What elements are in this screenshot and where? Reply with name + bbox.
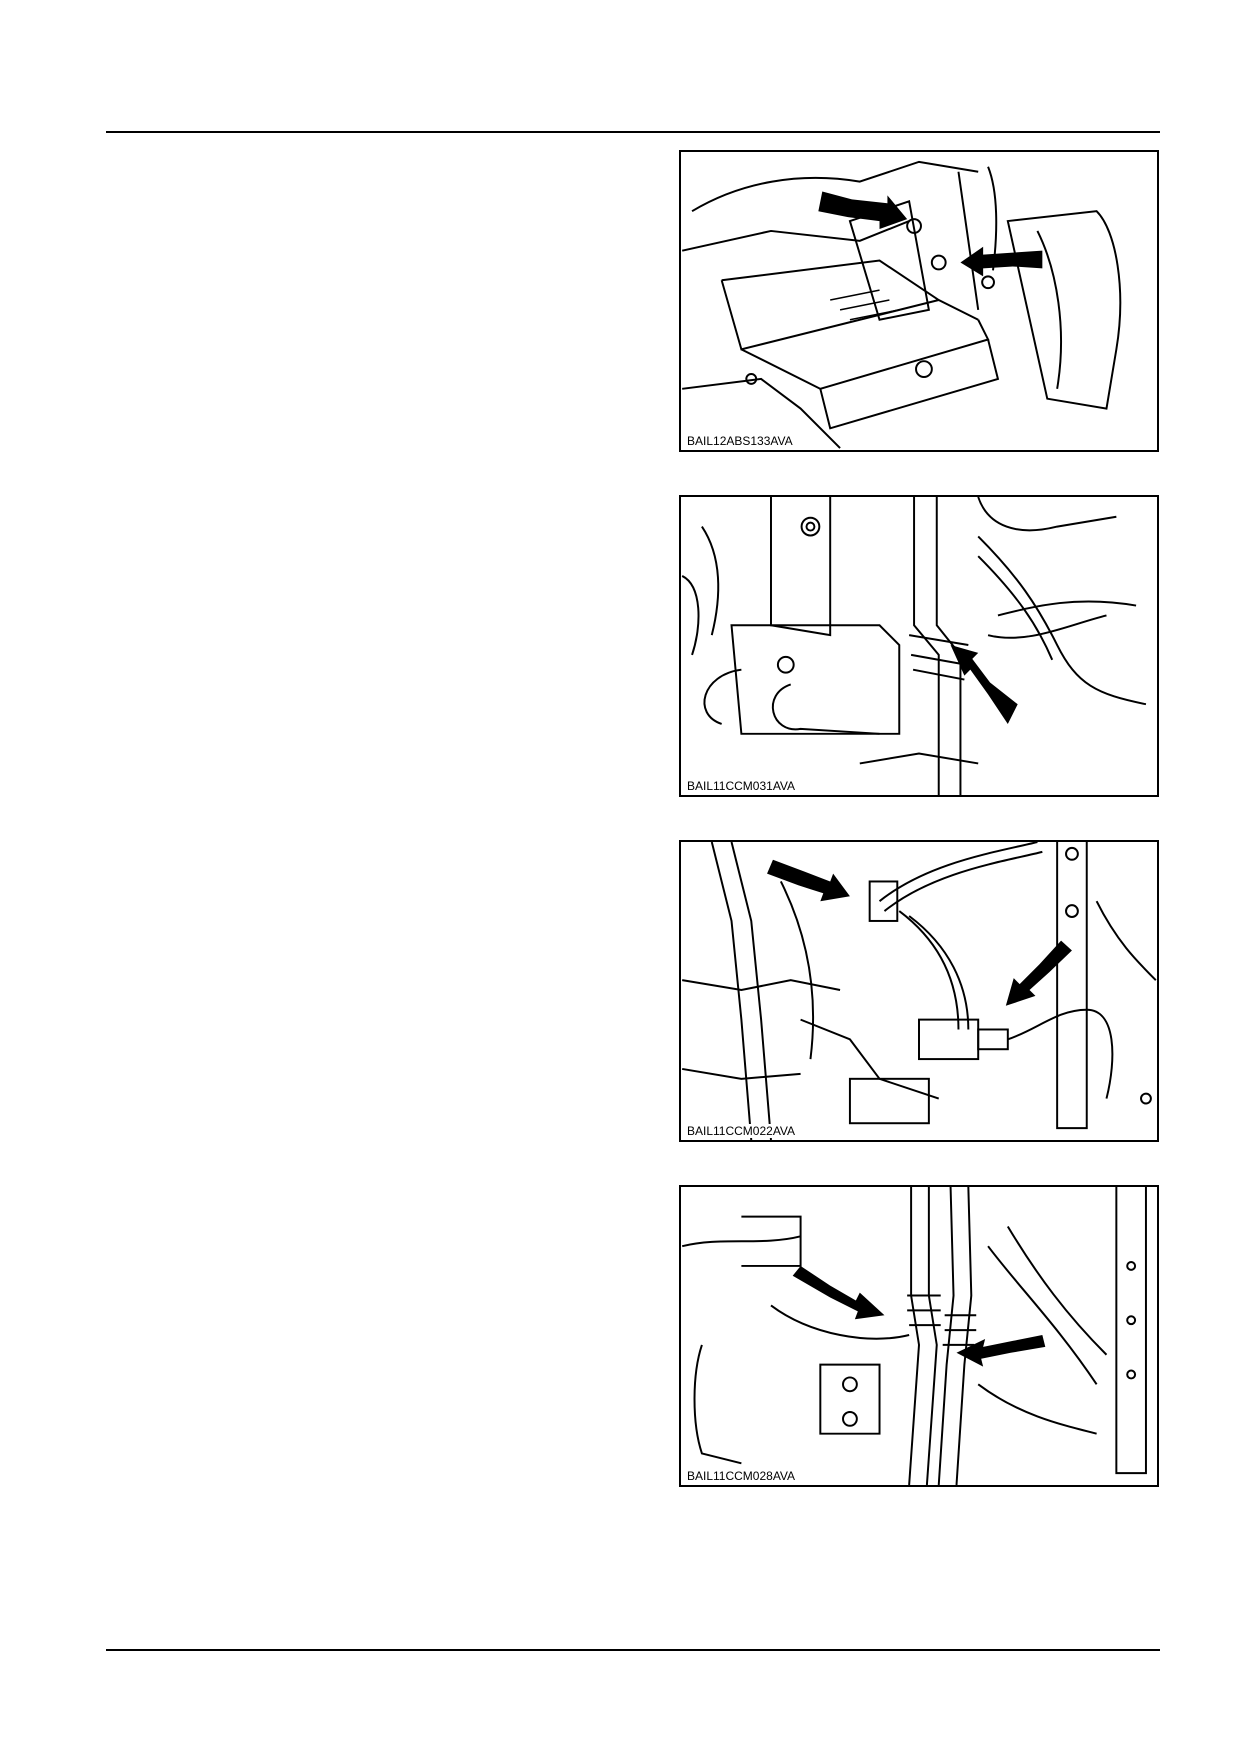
hose-illustration [681, 497, 1147, 795]
couplings-illustration [681, 1187, 1147, 1485]
figure-caption: BAIL11CCM022AVA [685, 1124, 798, 1138]
pointer-arrow-icon [950, 645, 1018, 724]
bracket-illustration [681, 160, 1122, 449]
figure-caption: BAIL11CCM028AVA [685, 1469, 798, 1483]
wiring-illustration [682, 842, 1157, 1140]
pointer-arrow-icon [956, 1335, 1046, 1367]
figure-caption: BAIL12ABS133AVA [685, 434, 795, 448]
figure-bracket-bolts: BAIL12ABS133AVA [679, 150, 1159, 452]
pointer-arrow-icon [960, 246, 1043, 277]
footer-rule [106, 1649, 1160, 1651]
pointer-arrow-icon [767, 859, 850, 902]
pointer-arrow-icon [792, 1265, 885, 1320]
header-rule [106, 131, 1160, 133]
figure-hydraulic-couplings: BAIL11CCM028AVA [679, 1185, 1159, 1487]
figure-wiring-connectors: BAIL11CCM022AVA [679, 840, 1159, 1142]
figure-hose-connection: BAIL11CCM031AVA [679, 495, 1159, 797]
pointer-arrow-icon [818, 191, 908, 229]
pointer-arrow-icon [1005, 940, 1072, 1006]
figure-caption: BAIL11CCM031AVA [685, 779, 798, 793]
